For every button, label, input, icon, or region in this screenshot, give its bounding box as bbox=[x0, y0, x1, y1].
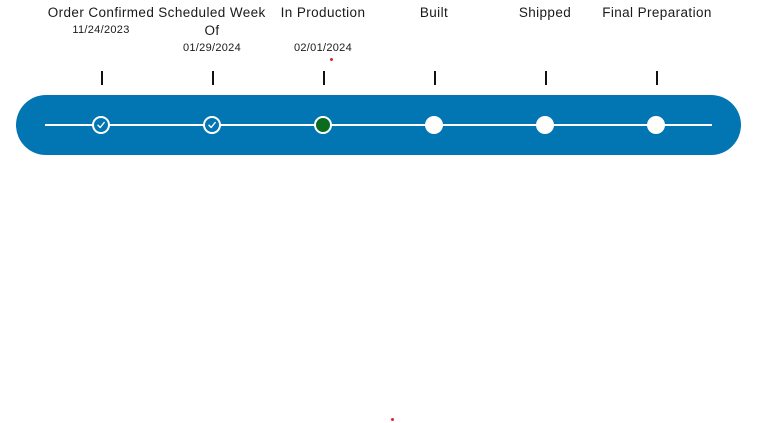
step-node-pending bbox=[425, 116, 443, 134]
step-title: In Production bbox=[280, 5, 366, 20]
step-node-current bbox=[314, 116, 332, 134]
step-shipped: Shipped bbox=[490, 0, 600, 22]
step-final-preparation: Final Preparation bbox=[602, 0, 712, 22]
step-title: Shipped bbox=[518, 5, 572, 20]
step-tick bbox=[434, 71, 436, 85]
step-built: Built bbox=[379, 0, 489, 22]
progress-line bbox=[45, 124, 712, 126]
marker-dot bbox=[391, 418, 394, 421]
step-node-complete bbox=[203, 116, 221, 134]
step-scheduled-week-of: Scheduled Week Of 01/29/2024 bbox=[157, 0, 267, 55]
step-date: 02/01/2024 bbox=[293, 42, 353, 54]
step-tick bbox=[101, 71, 103, 85]
step-node-pending bbox=[536, 116, 554, 134]
step-node-complete bbox=[92, 116, 110, 134]
step-title: Final Preparation bbox=[602, 5, 712, 20]
step-title: Scheduled Week Of bbox=[158, 5, 266, 38]
step-order-confirmed: Order Confirmed 11/24/2023 bbox=[46, 0, 156, 37]
step-node-pending bbox=[647, 116, 665, 134]
step-tick bbox=[545, 71, 547, 85]
step-tick bbox=[656, 71, 658, 85]
check-icon bbox=[97, 121, 105, 129]
step-in-production: In Production 02/01/2024 bbox=[268, 0, 378, 55]
step-title: Order Confirmed bbox=[47, 5, 155, 20]
marker-dot bbox=[330, 58, 333, 61]
step-title: Built bbox=[419, 5, 449, 20]
step-tick bbox=[323, 71, 325, 85]
check-icon bbox=[208, 121, 216, 129]
step-date: 11/24/2023 bbox=[72, 24, 130, 36]
step-tick bbox=[212, 71, 214, 85]
step-date: 01/29/2024 bbox=[182, 42, 242, 54]
